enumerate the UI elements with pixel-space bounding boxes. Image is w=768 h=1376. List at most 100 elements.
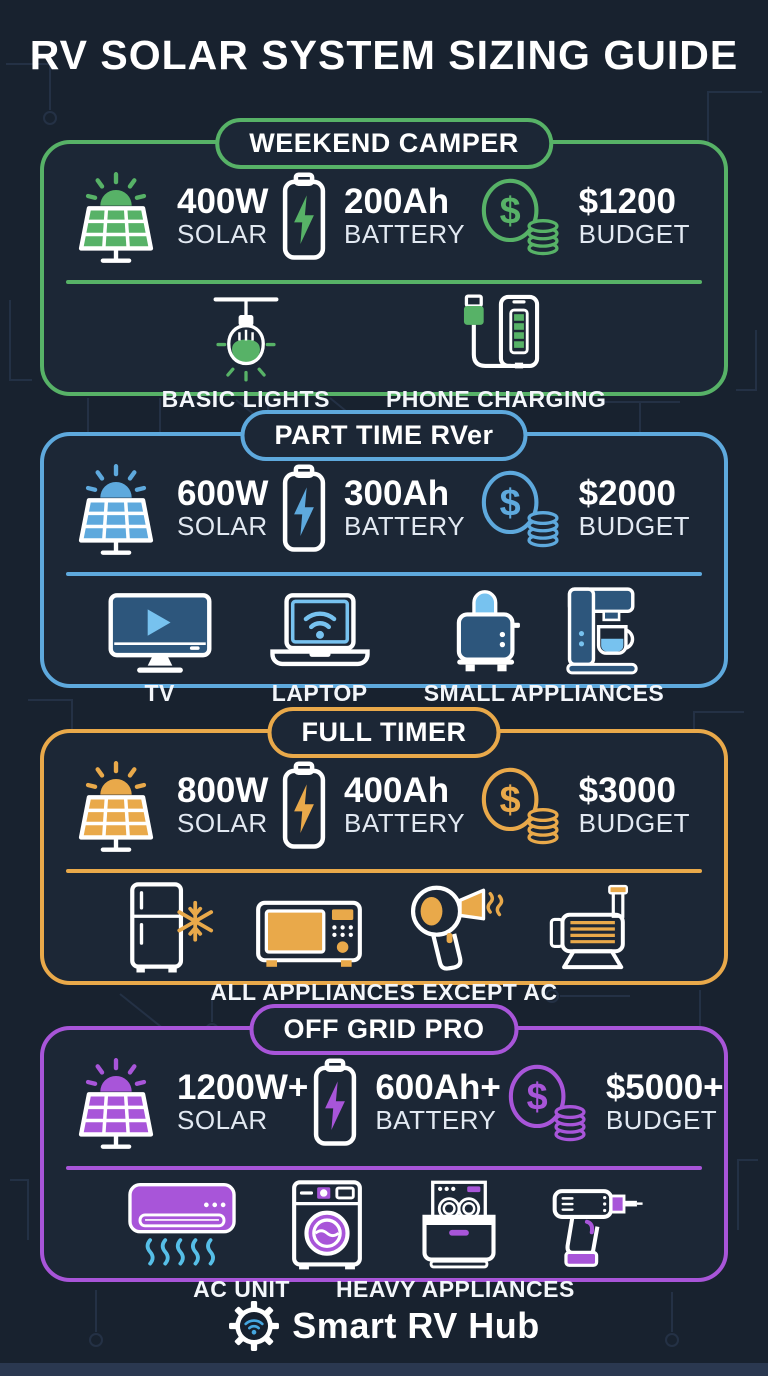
appliance-label: BASIC LIGHTS xyxy=(161,386,330,412)
budget-value: $1200 xyxy=(578,182,676,222)
appliance-label: TV xyxy=(144,680,175,706)
appliance-small-appliances: SMALL APPLIANCES xyxy=(424,584,665,707)
appliance-basic-lights: BASIC LIGHTS xyxy=(162,292,330,413)
battery-label: BATTERY xyxy=(344,807,466,838)
appliance-label: HEAVY APPLIANCES xyxy=(335,1276,575,1302)
solar-value: 400W xyxy=(177,182,269,222)
brand-name: Smart RV Hub xyxy=(292,1305,540,1346)
solar-label: SOLAR xyxy=(177,218,268,249)
solar-stat: 800W SOLAR xyxy=(68,757,268,855)
battery-icon xyxy=(282,464,326,552)
refrigerator-icon xyxy=(130,882,214,973)
tier-title-pill: OFF GRID PRO xyxy=(249,1004,519,1055)
solar-label: SOLAR xyxy=(177,1104,268,1135)
solar-stat: 600W SOLAR xyxy=(68,460,268,558)
tv-icon xyxy=(108,593,212,673)
battery-label: BATTERY xyxy=(344,218,466,249)
air-conditioner-icon xyxy=(128,1183,236,1266)
solar-label: SOLAR xyxy=(177,510,268,541)
battery-value: 200Ah xyxy=(344,182,450,222)
budget-stat: $ $5000+ BUDGET xyxy=(501,1061,724,1145)
solar-value: 600W xyxy=(177,474,269,514)
svg-text:$: $ xyxy=(499,483,520,525)
svg-text:$: $ xyxy=(499,780,520,822)
tier-divider xyxy=(66,869,702,873)
money-icon: $ xyxy=(508,1064,586,1142)
water-pump-icon xyxy=(549,884,628,970)
budget-value: $2000 xyxy=(578,474,676,514)
appliance-label: SMALL APPLIANCES xyxy=(423,680,665,706)
washing-machine-icon xyxy=(292,1180,362,1270)
hair-dryer-icon xyxy=(410,885,504,971)
battery-icon xyxy=(282,172,326,260)
battery-value: 400Ah xyxy=(344,771,450,811)
tier-name: FULL TIMER xyxy=(301,717,467,747)
page-title: RV SOLAR SYSTEM SIZING GUIDE xyxy=(29,32,739,78)
solar-value: 1200W+ xyxy=(177,1068,309,1108)
microwave-icon xyxy=(256,900,362,967)
money-icon: $ xyxy=(481,178,559,256)
battery-stat: 600Ah+ BATTERY xyxy=(308,1058,501,1148)
budget-label: BUDGET xyxy=(578,807,690,838)
toaster-icon xyxy=(456,590,520,672)
power-drill-icon xyxy=(552,1189,643,1267)
solar-stat: 400W SOLAR xyxy=(68,168,268,266)
solar-label: SOLAR xyxy=(177,807,268,838)
appliance-laptop: LAPTOP xyxy=(264,590,376,707)
tier-title-pill: PART TIME RVer xyxy=(240,410,528,461)
tier-card-weekend-camper: WEEKEND CAMPER 400W SOLAR xyxy=(40,118,728,412)
battery-stat: 400Ah BATTERY xyxy=(277,761,465,851)
battery-label: BATTERY xyxy=(344,510,466,541)
battery-stat: 300Ah BATTERY xyxy=(277,464,465,554)
stats-row: 400W SOLAR 200Ah BATTERY $ $1200 xyxy=(44,144,724,266)
battery-stat: 200Ah BATTERY xyxy=(277,172,465,262)
solar-value: 800W xyxy=(177,771,269,811)
tier-title-pill: WEEKEND CAMPER xyxy=(215,118,553,169)
tier-name: WEEKEND CAMPER xyxy=(249,128,519,158)
solar-panel-icon xyxy=(78,172,154,263)
gear-wifi-logo-icon xyxy=(229,1301,280,1351)
tier-title-pill: FULL TIMER xyxy=(267,707,501,758)
budget-label: BUDGET xyxy=(605,1104,718,1135)
tier-divider xyxy=(66,1166,702,1170)
money-icon: $ xyxy=(481,470,559,548)
tier-divider xyxy=(66,280,702,284)
stats-row: 800W SOLAR 400Ah BATTERY $ $3000 xyxy=(44,733,724,855)
budget-label: BUDGET xyxy=(578,218,690,249)
battery-value: 300Ah xyxy=(344,474,450,514)
battery-icon xyxy=(314,1058,357,1146)
battery-value: 600Ah+ xyxy=(375,1068,501,1108)
tier-name: PART TIME RVer xyxy=(274,420,494,450)
budget-stat: $ $2000 BUDGET xyxy=(474,467,690,551)
svg-text:$: $ xyxy=(499,191,520,233)
svg-text:$: $ xyxy=(526,1077,547,1119)
coffee-maker-icon xyxy=(566,587,638,675)
solar-panel-icon xyxy=(78,464,154,555)
laptop-icon xyxy=(269,593,370,667)
appliance-phone-charging: PHONE CHARGING xyxy=(386,292,606,413)
string-light-bulb-icon xyxy=(213,297,279,382)
money-icon: $ xyxy=(481,767,559,845)
appliance-label: AC UNIT xyxy=(193,1276,290,1302)
tier-card-part-time-rver: PART TIME RVer 600W SOLAR xyxy=(40,410,728,706)
budget-stat: $ $1200 BUDGET xyxy=(474,175,690,259)
solar-stat: 1200W+ SOLAR xyxy=(68,1054,308,1152)
phone-charging-icon xyxy=(464,294,540,369)
budget-label: BUDGET xyxy=(578,510,690,541)
tier-name: OFF GRID PRO xyxy=(283,1014,485,1044)
stats-row: 1200W+ SOLAR 600Ah+ BATTERY $ $5000+ xyxy=(44,1030,724,1152)
appliance-label: ALL APPLIANCES EXCEPT AC xyxy=(210,979,558,1005)
bottom-strip xyxy=(0,1363,768,1376)
budget-value: $5000+ xyxy=(605,1068,724,1108)
budget-stat: $ $3000 BUDGET xyxy=(474,764,690,848)
tier-card-off-grid-pro: OFF GRID PRO 1200W+ SOLAR xyxy=(40,1004,728,1302)
solar-panel-icon xyxy=(78,1058,154,1149)
appliance-tv: TV xyxy=(104,590,216,707)
solar-panel-icon xyxy=(78,761,154,852)
appliance-label: LAPTOP xyxy=(271,680,368,706)
dishwasher-icon xyxy=(422,1180,496,1269)
footer-brand: Smart RV Hub xyxy=(0,1300,768,1352)
stats-row: 600W SOLAR 300Ah BATTERY $ $2000 xyxy=(44,436,724,558)
battery-icon xyxy=(282,761,326,849)
budget-value: $3000 xyxy=(578,771,676,811)
